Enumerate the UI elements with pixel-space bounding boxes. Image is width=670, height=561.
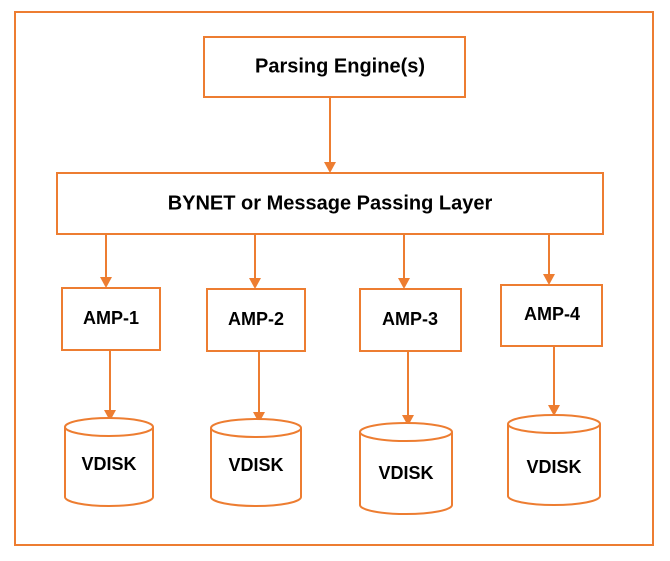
- cylinder-top: [210, 418, 302, 438]
- vdisk-1-cylinder: [64, 417, 154, 507]
- vdisk-1-label: VDISK: [81, 454, 136, 474]
- amp-4-column: AMP-4 VDISK: [500, 234, 603, 506]
- vdisk-3-cylinder: [359, 422, 453, 515]
- arrowhead-icon: [100, 277, 112, 288]
- arrowhead-icon: [402, 415, 414, 426]
- cylinder-body: [64, 427, 154, 507]
- arrowhead-icon: [543, 274, 555, 285]
- amp-3-column: AMP-3 VDISK: [359, 234, 462, 515]
- cylinder-top: [64, 417, 154, 437]
- amp-1-label: AMP-1: [83, 308, 139, 328]
- vdisk-4-cylinder: [507, 414, 601, 506]
- parsing-engine-node: Parsing Engine(s): [203, 36, 466, 98]
- arrowhead-icon: [249, 278, 261, 289]
- cylinder-body: [359, 432, 453, 515]
- arrowhead-icon: [324, 162, 336, 173]
- amp-4-label: AMP-4: [524, 304, 580, 324]
- bynet-node: BYNET or Message Passing Layer: [56, 172, 604, 235]
- cylinder-body: [210, 428, 302, 507]
- vdisk-3-label: VDISK: [378, 463, 433, 483]
- bynet-box: [56, 172, 604, 235]
- amp-2-column: AMP-2 VDISK: [206, 234, 306, 507]
- vdisk-4-label: VDISK: [526, 457, 581, 477]
- amp-1-box: [61, 287, 161, 351]
- connector-pe-to-bynet: [324, 97, 336, 173]
- bynet-label: BYNET or Message Passing Layer: [168, 192, 493, 214]
- amp-3-label: AMP-3: [382, 309, 438, 329]
- amp-1-column: AMP-1 VDISK: [61, 234, 161, 507]
- cylinder-top: [359, 422, 453, 442]
- amp-3-box: [359, 288, 462, 352]
- amp-4-box: [500, 284, 603, 347]
- arrowhead-icon: [253, 412, 265, 423]
- vdisk-2-label: VDISK: [228, 455, 283, 475]
- cylinder-body: [507, 424, 601, 506]
- arrowhead-icon: [398, 278, 410, 289]
- amp-2-label: AMP-2: [228, 309, 284, 329]
- parsing-engine-label: Parsing Engine(s): [255, 55, 425, 77]
- vdisk-2-cylinder: [210, 418, 302, 507]
- amp-2-box: [206, 288, 306, 352]
- cylinder-top: [507, 414, 601, 434]
- arrowhead-icon: [104, 410, 116, 421]
- parsing-engine-box: [203, 36, 466, 98]
- arrowhead-icon: [548, 405, 560, 416]
